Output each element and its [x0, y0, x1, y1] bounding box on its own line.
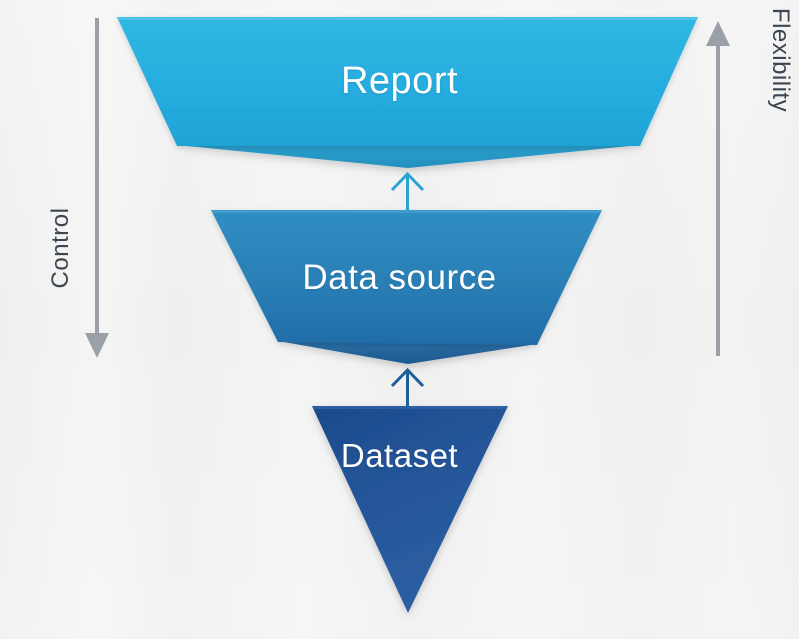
funnel-stage-data-source[interactable]	[211, 210, 602, 364]
report-lip	[177, 145, 640, 168]
funnel-label-report: Report	[340, 60, 459, 102]
dataset-body	[312, 406, 508, 613]
axis-control-arrow	[85, 18, 109, 358]
flow-arrow-dataset-to-data-source	[390, 367, 425, 412]
axis-label-control: Control	[47, 207, 74, 289]
data-source-lip	[278, 341, 537, 364]
funnel-label-data-source: Data source	[302, 258, 497, 297]
data-source-body	[211, 210, 602, 345]
dataset-highlight-edge	[312, 406, 508, 409]
flow-arrow-data-source-to-report	[390, 171, 425, 216]
funnel-label-dataset: Dataset	[340, 437, 459, 474]
report-body	[117, 17, 698, 146]
report-highlight-edge	[117, 17, 698, 20]
data-source-highlight-edge	[211, 210, 602, 213]
axis-flexibility-arrow	[706, 21, 730, 356]
funnel-stage-dataset[interactable]	[312, 406, 508, 613]
funnel-stage-report[interactable]	[117, 17, 698, 168]
axis-label-flexibility: Flexibility	[767, 7, 794, 113]
